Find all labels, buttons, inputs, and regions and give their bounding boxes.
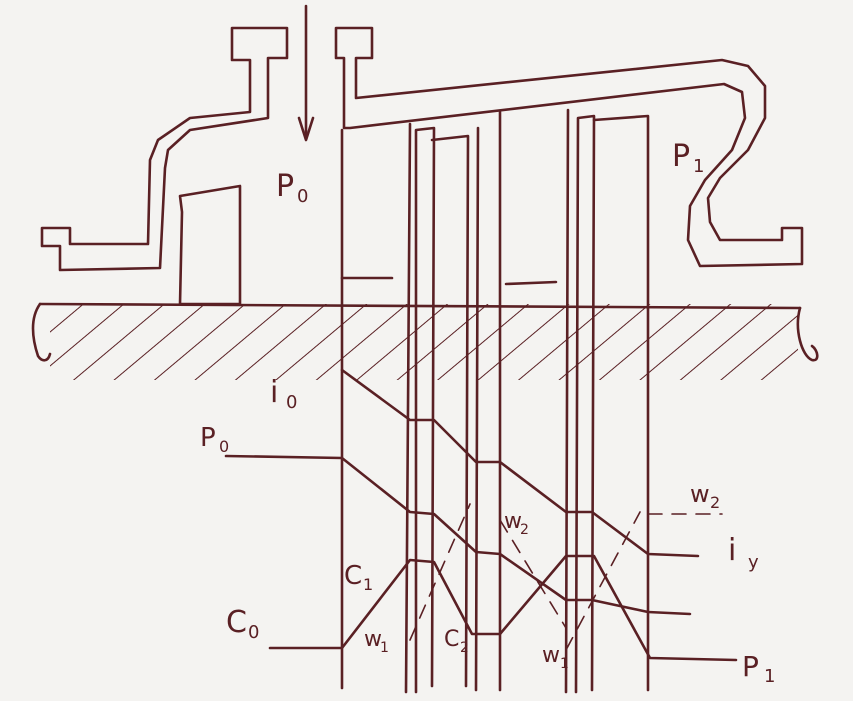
svg-text:1: 1 (693, 156, 704, 177)
rotor-blade-2 (574, 114, 596, 694)
label-w1-right: w 1 (542, 643, 569, 672)
svg-text:C: C (344, 561, 362, 591)
label-c0: C 0 (226, 605, 259, 643)
top-casing (334, 26, 804, 268)
pressure-line (224, 454, 692, 616)
svg-text:i: i (728, 533, 736, 568)
relative-velocity-dashes (409, 503, 723, 651)
rotor-blade-1 (414, 126, 436, 694)
svg-text:w: w (542, 643, 560, 668)
svg-text:1: 1 (363, 575, 373, 594)
label-p0-left: P 0 (200, 423, 229, 456)
svg-text:0: 0 (219, 437, 229, 456)
svg-text:w: w (690, 480, 710, 508)
svg-text:0: 0 (297, 186, 308, 207)
label-c2: C 2 (444, 627, 469, 656)
svg-text:i: i (270, 375, 278, 410)
svg-text:2: 2 (460, 640, 469, 656)
label-iy: i y (728, 533, 759, 573)
svg-text:0: 0 (286, 392, 297, 413)
svg-text:y: y (748, 552, 759, 573)
svg-text:1: 1 (764, 666, 775, 687)
label-p1-top: P 1 (672, 139, 704, 177)
svg-text:2: 2 (520, 522, 529, 538)
svg-text:w: w (364, 627, 382, 652)
svg-text:P: P (742, 650, 759, 683)
enthalpy-line (340, 368, 700, 558)
nozzle-1-line-right (404, 122, 412, 694)
nozzle-2-line-right (564, 108, 570, 694)
svg-text:C: C (226, 605, 247, 640)
absolute-velocity-line (268, 554, 738, 662)
svg-text:2: 2 (710, 493, 720, 512)
label-w1: w 1 (364, 627, 389, 656)
svg-text:1: 1 (380, 640, 389, 656)
label-w2-mid: w 2 (504, 509, 529, 538)
svg-text:P: P (200, 423, 216, 453)
svg-text:P: P (672, 139, 690, 174)
rotor-shaft (31, 302, 819, 380)
inlet-flange (40, 26, 289, 272)
label-p0-top: P 0 (276, 169, 308, 207)
label-i0: i 0 (270, 375, 297, 413)
blade-channels (340, 108, 650, 694)
label-p1-right: P 1 (742, 650, 775, 687)
svg-text:1: 1 (560, 656, 569, 672)
label-w2-right: w 2 (690, 480, 720, 512)
label-c1: C 1 (344, 561, 373, 594)
svg-text:C: C (444, 627, 459, 652)
svg-text:w: w (504, 509, 522, 534)
svg-text:P: P (276, 169, 294, 204)
seal-block (178, 184, 242, 306)
flow-inlet-arrow (297, 4, 315, 142)
svg-text:0: 0 (248, 622, 259, 643)
